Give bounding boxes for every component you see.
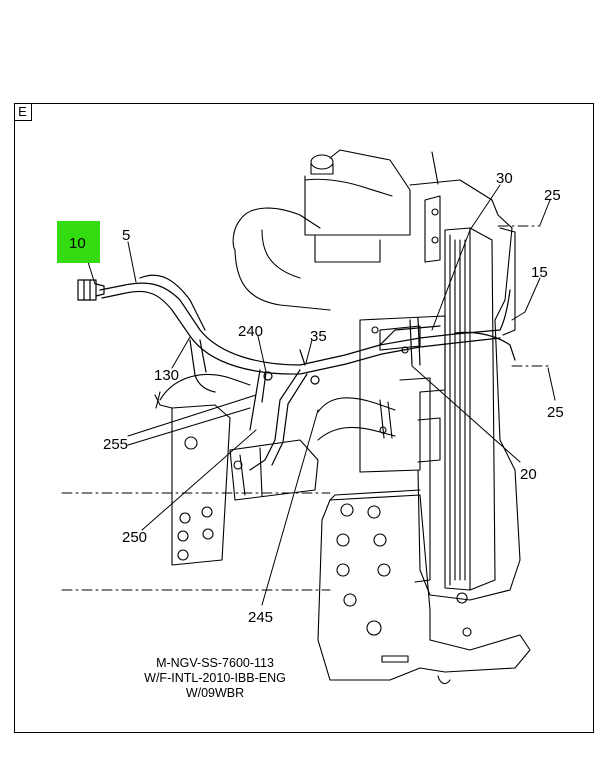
diagram-frame (14, 103, 594, 733)
skid-plate (317, 489, 531, 685)
wiring-harness (77, 274, 516, 471)
frame-rail-lines (61, 225, 549, 591)
coolant-reservoir (304, 149, 439, 263)
caption-line-3: W/09WBR (185, 686, 245, 700)
highlight-box (57, 221, 100, 263)
callout-25-bottom[interactable]: 25 (547, 404, 564, 421)
callout-255[interactable]: 255 (103, 436, 128, 453)
callout-30[interactable]: 30 (496, 170, 513, 187)
intake-hose (232, 207, 331, 311)
callout-25-top[interactable]: 25 (544, 187, 561, 204)
callout-10[interactable]: 10 (69, 235, 86, 252)
callout-20[interactable]: 20 (520, 466, 537, 483)
drawing-caption: M-NGV-SS-7600-113 W/F-INTL-2010-IBB-ENG … (120, 656, 310, 701)
starter-component (229, 439, 319, 501)
callout-15[interactable]: 15 (531, 264, 548, 281)
lower-hose (317, 397, 396, 441)
view-label: E (14, 103, 32, 121)
callout-130[interactable]: 130 (154, 367, 179, 384)
caption-line-1: M-NGV-SS-7600-113 (156, 656, 274, 670)
radiator-assembly (399, 179, 521, 637)
caption-line-2: W/F-INTL-2010-IBB-ENG (144, 671, 286, 685)
mounting-bracket (359, 315, 446, 473)
callout-leaders (87, 184, 556, 606)
engine-mount-plate (154, 373, 251, 566)
callout-250[interactable]: 250 (122, 529, 147, 546)
callout-5[interactable]: 5 (122, 227, 130, 244)
callout-240[interactable]: 240 (238, 323, 263, 340)
callout-245[interactable]: 245 (248, 609, 273, 626)
callout-35[interactable]: 35 (310, 328, 327, 345)
